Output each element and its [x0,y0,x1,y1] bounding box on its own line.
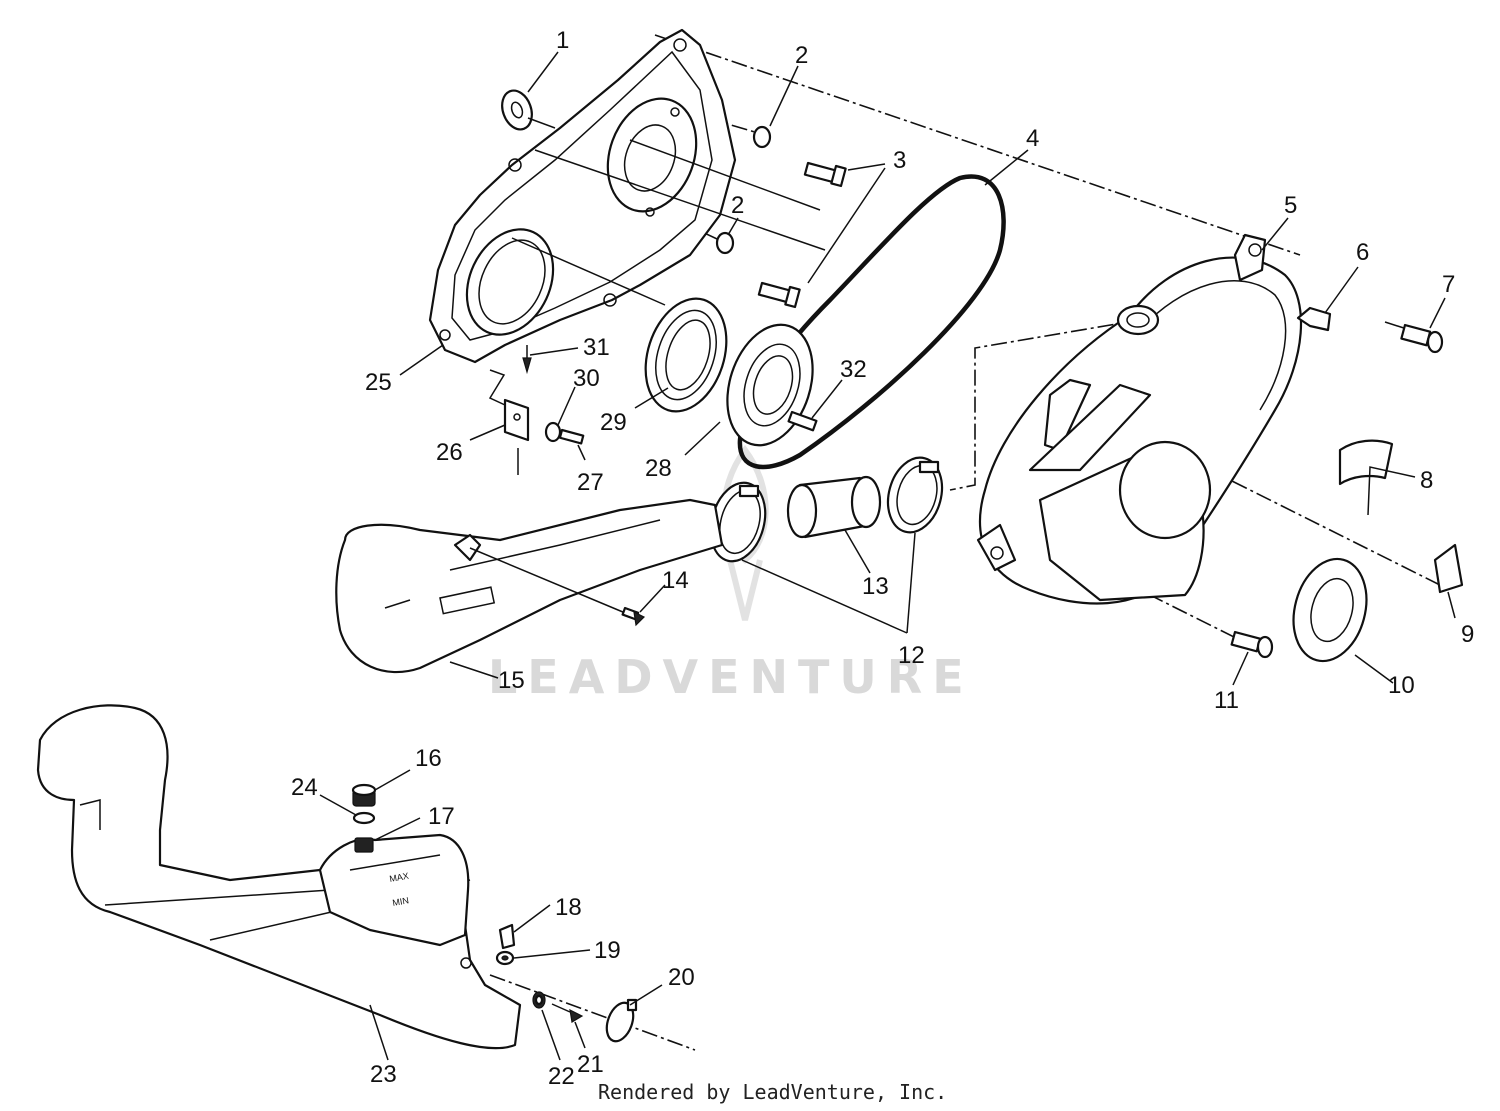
callout-31: 31 [583,334,610,361]
callout-labels: 1 2 2 3 4 5 6 7 8 9 10 11 12 13 14 15 16… [291,27,1474,1090]
callout-20: 20 [668,964,695,991]
callout-15: 15 [498,667,525,694]
svg-text:MIN: MIN [392,895,410,908]
intake-duct [335,498,724,674]
inner-cover [428,28,826,364]
callout-10: 10 [1388,672,1415,699]
callout-26: 26 [436,439,463,466]
callout-16: 16 [415,745,442,772]
nut-22 [532,991,546,1009]
callout-2a: 2 [795,42,808,69]
callout-23: 23 [370,1061,397,1088]
callout-14: 14 [662,567,689,594]
washers-and-bolts-2-3 [715,125,847,309]
fitting-17 [354,837,374,853]
callout-11: 11 [1214,687,1239,714]
clip-6 [1296,306,1332,332]
coupler-13 [786,475,882,539]
clamp-12a [709,481,767,563]
cap-16 [351,783,377,807]
callout-2b: 2 [731,192,744,219]
callout-27: 27 [577,469,604,496]
callout-12: 12 [898,642,925,669]
callout-9: 9 [1461,621,1474,648]
clamp-20 [605,998,638,1043]
callout-30: 30 [573,365,600,392]
washer-1 [501,89,556,131]
callout-7: 7 [1442,271,1455,298]
callout-24: 24 [291,774,318,801]
fitting-18 [498,923,516,950]
screw-7 [1384,321,1444,354]
callout-25: 25 [365,369,392,396]
callout-17: 17 [428,803,455,830]
footer-credit: Rendered by LeadVenture, Inc. [598,1080,948,1104]
seal-29 [644,297,728,413]
reservoir: MAX MIN [318,833,472,969]
ring-10 [1292,557,1368,663]
watermark-text: LEADVENTURE [488,650,974,704]
decal-8 [1338,439,1394,486]
callout-21: 21 [577,1051,604,1078]
washer-24 [352,811,376,825]
callout-5: 5 [1284,192,1297,219]
screw-21 [551,1003,584,1023]
seal-28 [726,323,818,447]
callout-29: 29 [600,409,627,436]
callout-4: 4 [1026,125,1039,152]
callout-6: 6 [1356,239,1369,266]
drive-belt [737,174,1006,470]
callout-3: 3 [893,147,906,174]
callout-8: 8 [1420,467,1433,494]
small-hardware [488,345,585,475]
callout-22: 22 [548,1063,575,1090]
leader-lines [319,51,1456,1061]
screw-11 [1230,630,1274,659]
clamp-12b [886,456,944,534]
callout-32: 32 [840,356,867,383]
callout-28: 28 [645,455,672,482]
callout-1: 1 [556,27,569,54]
callout-19: 19 [594,937,621,964]
watermark: LEADVENTURE [488,444,974,704]
outer-cover [976,233,1303,605]
callout-18: 18 [555,894,582,921]
callout-13: 13 [862,573,889,600]
decal-9 [1433,543,1464,594]
grommet-19 [495,950,515,966]
svg-text:MAX: MAX [389,871,410,884]
